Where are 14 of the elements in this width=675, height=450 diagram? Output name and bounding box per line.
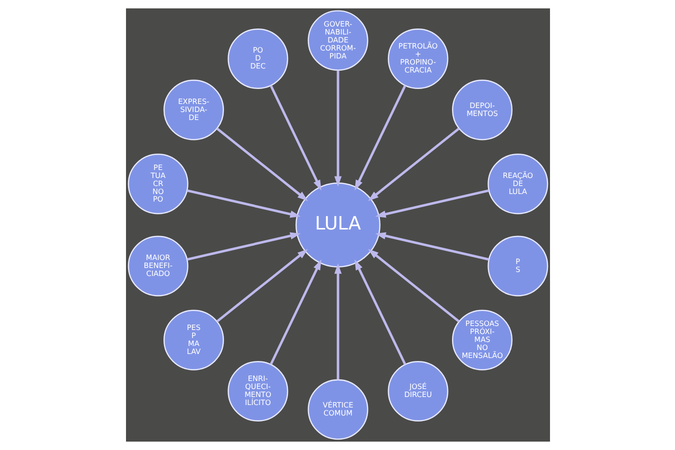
arrow <box>216 128 308 201</box>
arrow <box>216 249 308 322</box>
arrow <box>354 85 406 190</box>
arrow <box>334 263 342 380</box>
arrow <box>374 232 489 261</box>
arrow <box>334 70 342 187</box>
arrow <box>186 189 300 218</box>
arrow <box>368 128 460 201</box>
arrow <box>354 260 406 365</box>
arrow <box>269 260 321 365</box>
arrow <box>368 249 460 322</box>
arrow <box>374 189 489 218</box>
arrow <box>186 232 300 261</box>
arrow <box>269 85 321 190</box>
